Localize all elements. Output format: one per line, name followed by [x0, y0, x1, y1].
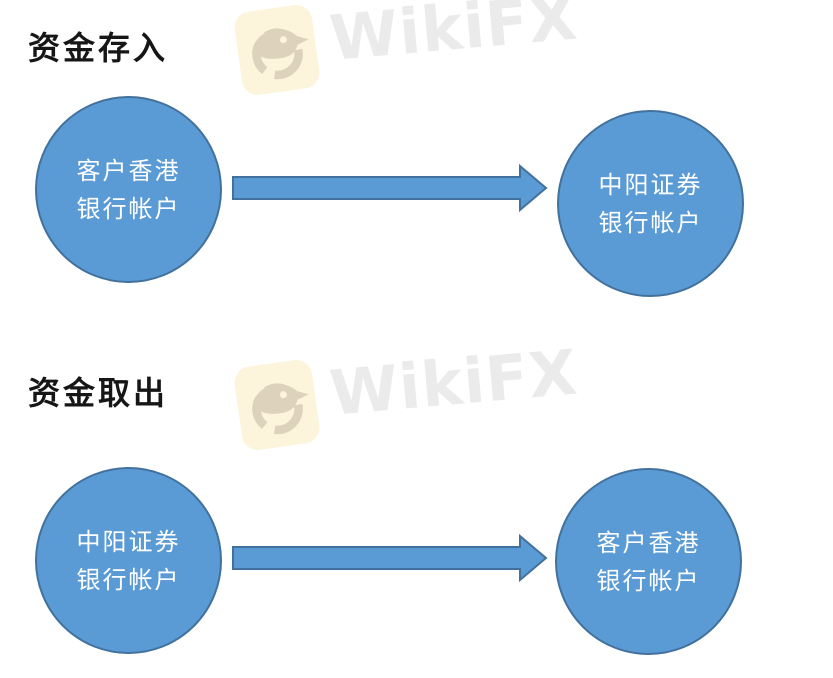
deposit-source-node: 客户香港 银行帐户	[35, 96, 222, 283]
wikifx-watermark-text: WikiFX	[326, 0, 581, 75]
withdraw-flow-arrow	[232, 533, 548, 583]
right-arrow-shape	[232, 163, 548, 213]
node-label-line: 银行帐户	[76, 565, 181, 594]
deposit-flow-arrow	[232, 163, 548, 213]
node-label: 中阳证券 银行帐户	[599, 166, 703, 242]
node-label-line: 客户香港	[76, 156, 181, 185]
section-title-deposit: 资金存入	[28, 29, 169, 67]
wikifx-eagle-icon	[232, 2, 322, 98]
node-label-line: 中阳证券	[76, 527, 181, 556]
node-label: 客户香港 银行帐户	[77, 152, 181, 228]
node-label-line: 客户香港	[596, 528, 701, 557]
withdraw-source-node: 中阳证券 银行帐户	[35, 467, 222, 654]
wikifx-watermark: WikiFX	[232, 0, 581, 110]
node-label-line: 银行帐户	[76, 194, 181, 223]
wikifx-watermark: WikiFX	[232, 335, 581, 465]
withdraw-target-node: 客户香港 银行帐户	[555, 468, 742, 655]
node-label: 客户香港 银行帐户	[597, 524, 701, 600]
node-label-line: 银行帐户	[598, 208, 703, 237]
right-arrow-shape	[232, 533, 548, 583]
wikifx-eagle-icon	[232, 357, 322, 453]
node-label: 中阳证券 银行帐户	[77, 523, 181, 599]
section-title-withdraw: 资金取出	[28, 374, 169, 412]
node-label-line: 银行帐户	[596, 566, 701, 595]
wikifx-watermark-text: WikiFX	[326, 335, 581, 430]
deposit-target-node: 中阳证券 银行帐户	[557, 110, 744, 297]
node-label-line: 中阳证券	[598, 170, 703, 199]
